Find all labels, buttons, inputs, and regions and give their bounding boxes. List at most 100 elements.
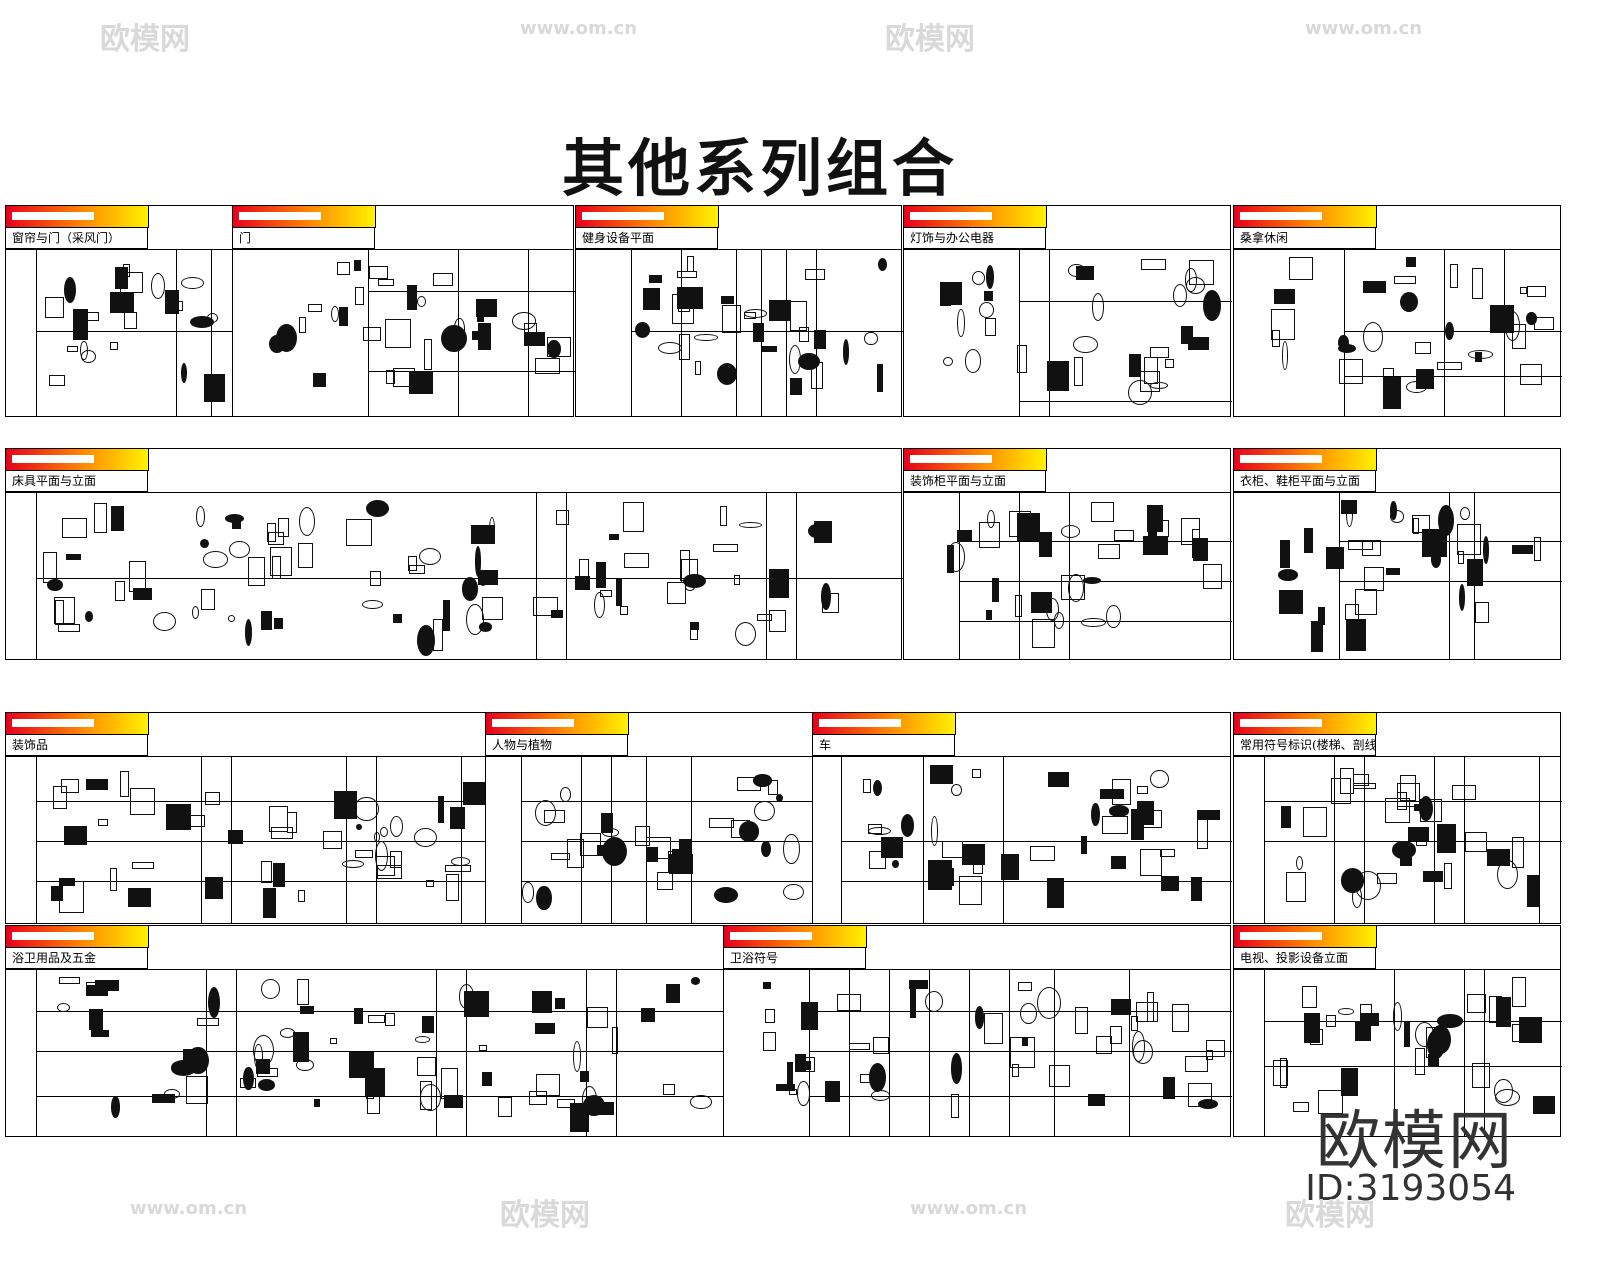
panel-header-label	[12, 932, 94, 940]
cad-block-icon	[1325, 1014, 1337, 1027]
cad-block-icon	[1136, 785, 1148, 794]
cad-block-icon	[409, 565, 426, 575]
cad-block-icon	[795, 1054, 806, 1071]
panel-header-bar	[1234, 206, 1377, 228]
panel-grid	[813, 756, 1232, 924]
panel-header-label	[239, 212, 321, 220]
cad-block-icon	[307, 303, 322, 313]
cad-block-icon	[813, 521, 833, 544]
grid-line	[1464, 970, 1465, 1137]
grid-line	[841, 841, 1232, 842]
grid-line	[36, 1051, 726, 1052]
cad-block-icon	[579, 1071, 590, 1083]
cad-block-icon	[768, 299, 791, 321]
cad-block-icon	[943, 356, 953, 366]
cad-block-icon	[341, 860, 365, 869]
cad-block-icon	[205, 791, 220, 806]
cad-block-icon	[462, 577, 478, 601]
cad-block-icon	[908, 979, 928, 989]
cad-block-icon	[601, 828, 620, 838]
grid-line	[809, 1051, 1232, 1052]
cad-block-icon	[551, 853, 571, 861]
cad-block-icon	[196, 506, 206, 528]
cad-block-icon	[1362, 322, 1384, 353]
cad-block-icon	[300, 1006, 315, 1015]
cad-block-icon	[762, 982, 772, 989]
cad-block-icon	[375, 855, 395, 877]
grid-line	[1264, 801, 1562, 802]
grid-line	[436, 970, 437, 1137]
grid-line	[841, 757, 842, 924]
cad-block-icon	[84, 610, 93, 622]
cad-block-icon	[1280, 1058, 1287, 1089]
cad-block-icon	[1292, 1102, 1309, 1113]
cad-block-icon	[269, 334, 285, 353]
cad-block-icon	[1087, 1093, 1105, 1106]
cad-block-icon	[424, 338, 432, 371]
cad-block-icon	[1165, 358, 1175, 368]
grid-line	[1264, 1066, 1562, 1067]
cad-block-icon	[672, 849, 680, 869]
cad-block-icon	[572, 1041, 581, 1072]
cad-block-icon	[775, 793, 784, 803]
grid-line	[736, 250, 737, 417]
cad-block-icon	[531, 990, 553, 1013]
cad-block-icon	[716, 362, 738, 386]
cad-block-icon	[488, 517, 496, 545]
panel-header-label	[12, 212, 94, 220]
cad-block-icon	[1404, 1022, 1411, 1048]
cad-block-icon	[1526, 874, 1540, 907]
cad-block-icon	[1512, 544, 1533, 554]
cad-block-icon	[533, 597, 558, 617]
grid-line	[1019, 301, 1232, 302]
cad-block-icon	[1340, 868, 1364, 893]
cad-block-icon	[442, 599, 451, 631]
grid-line	[681, 250, 682, 417]
watermark-text: www.om.cn	[520, 18, 638, 39]
cad-block-icon	[528, 1090, 548, 1106]
cad-block-icon	[1338, 1008, 1354, 1015]
cad-block-icon	[1512, 324, 1526, 349]
cad-block-icon	[1140, 848, 1163, 877]
cad-block-icon	[1281, 340, 1289, 370]
cad-block-icon	[986, 609, 993, 620]
cad-block-icon	[1018, 981, 1032, 992]
cad-block-icon	[111, 1096, 121, 1118]
watermark-id: ID:3193054	[1305, 1168, 1516, 1209]
cad-block-icon	[227, 830, 244, 844]
cad-block-icon	[623, 552, 649, 569]
cad-block-icon	[946, 545, 955, 574]
cad-block-icon	[876, 363, 883, 392]
panel-grid	[486, 756, 815, 924]
cad-block-icon	[257, 1079, 276, 1092]
cad-block-icon	[1346, 501, 1354, 527]
cad-block-icon	[449, 806, 465, 830]
cad-block-icon	[657, 341, 682, 354]
grid-line	[969, 970, 970, 1137]
cad-block-icon	[805, 269, 826, 281]
cad-block-icon	[1148, 528, 1157, 540]
cad-block-icon	[1456, 524, 1481, 555]
cad-block-icon	[329, 1038, 337, 1045]
cad-block-icon	[1415, 1021, 1435, 1047]
cad-block-icon	[1073, 336, 1099, 353]
panel-header-label	[12, 719, 94, 727]
panel-title: 电视、投影设备立面	[1234, 947, 1376, 969]
cad-block-icon	[783, 883, 805, 901]
cad-block-icon	[1337, 334, 1349, 351]
cad-block-icon	[957, 529, 972, 542]
grid-line	[1264, 970, 1265, 1137]
cad-block-icon	[790, 378, 803, 396]
cad-block-icon	[445, 864, 471, 872]
grid-line	[1504, 250, 1505, 417]
cad-block-icon	[811, 362, 824, 390]
watermark-text: www.om.cn	[910, 1198, 1028, 1219]
library-panel: 床具平面与立面	[5, 448, 903, 660]
panel-header-label	[1240, 212, 1322, 220]
cad-block-icon	[257, 1067, 279, 1078]
cad-block-icon	[1020, 1002, 1037, 1025]
grid-line	[466, 970, 467, 1137]
cad-block-icon	[1148, 519, 1169, 537]
cad-block-icon	[964, 349, 982, 373]
panel-grid	[904, 249, 1232, 417]
